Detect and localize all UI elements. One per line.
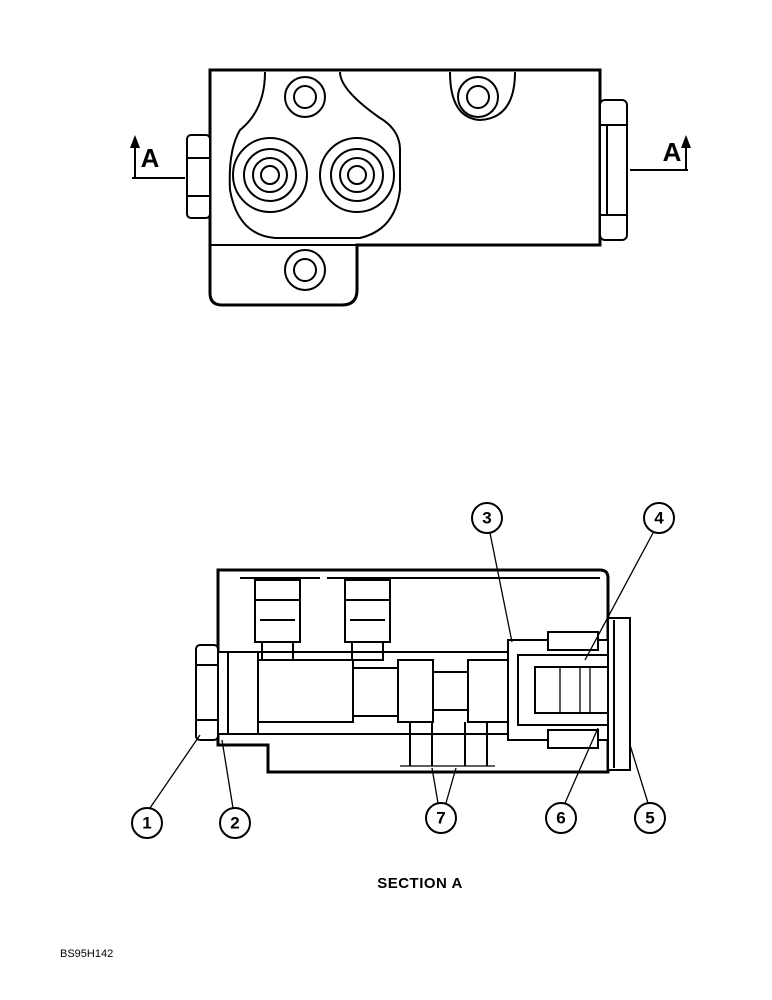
callout-label: 7 (436, 809, 445, 828)
callout-4: 4 (584, 502, 675, 661)
callout-label: 1 (142, 814, 151, 833)
valve-body-top (208, 68, 602, 307)
plug (195, 644, 219, 741)
right-end-nut (599, 99, 628, 241)
callout-1: 1 (131, 734, 201, 839)
section-caption: SECTION A (377, 875, 463, 892)
check-valve (254, 579, 301, 661)
callout-7: 7 (425, 767, 457, 834)
bolt-hole (284, 249, 326, 291)
section-marker-right: A (630, 135, 691, 171)
callout-label: 6 (556, 809, 565, 828)
callout-label: 2 (230, 814, 239, 833)
seal (217, 651, 259, 735)
figure-code: BS95H142 (60, 948, 114, 960)
bolt-hole (457, 76, 499, 118)
callout-label: 3 (482, 509, 491, 528)
callout-6: 6 (545, 727, 599, 834)
callout-label: 5 (645, 809, 654, 828)
left-end-nut (186, 134, 211, 219)
port (319, 137, 395, 213)
check-valve (344, 579, 391, 661)
callout-2: 2 (219, 739, 251, 839)
spool (257, 659, 534, 723)
relief-valve (507, 631, 609, 749)
top-view: A A (130, 68, 691, 307)
section-view: 1 2 3 4 5 6 7 (131, 502, 675, 839)
section-marker-left: A (130, 135, 185, 179)
callout-label: 4 (654, 509, 664, 528)
port (232, 137, 308, 213)
section-letter-right: A (663, 137, 682, 167)
callout-3: 3 (471, 502, 513, 643)
section-letter-left: A (141, 143, 160, 173)
passage (400, 722, 495, 767)
valve-body-section (216, 568, 610, 774)
callout-5: 5 (629, 744, 666, 834)
bolt-hole (284, 76, 326, 118)
end-cap (607, 617, 631, 771)
